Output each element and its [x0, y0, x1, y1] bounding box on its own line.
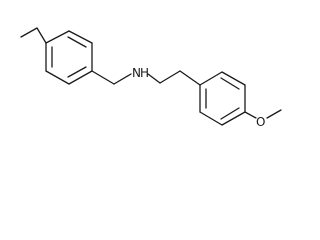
- ring1-to-ch2-bond: [91, 70, 115, 85]
- ethylphenyl-ring: [45, 30, 93, 85]
- nitrogen-atom-label: N: [132, 66, 141, 80]
- ring1-bond-2: [68, 30, 93, 44]
- ring1-bond-1: [45, 30, 70, 44]
- nitrogen-hydrogen-label: H: [140, 66, 149, 80]
- ethylene-bond-2: [179, 70, 201, 86]
- methoxy-group: [244, 109, 282, 119]
- ethyl-terminal-bond: [20, 27, 38, 38]
- ring2-bond-2: [221, 71, 246, 86]
- ring1-bond-4: [68, 70, 93, 85]
- ring-to-oxygen-bond: [244, 111, 257, 119]
- ring2-inner-double-2: [220, 107, 240, 120]
- ethyl-ring-bond: [36, 27, 47, 44]
- chemical-structure: N H O: [20, 27, 282, 129]
- ch2-to-nitrogen-bond: [113, 73, 132, 85]
- oxygen-to-methyl-bond: [266, 109, 282, 119]
- ring2-bond-5: [199, 111, 223, 126]
- nitrogen-to-ch2-bond: [147, 73, 161, 84]
- ethylene-bond-1: [159, 70, 181, 84]
- methoxyphenyl-ring: [199, 71, 246, 126]
- oxygen-atom-label: O: [256, 115, 265, 129]
- ring2-bond-1: [199, 71, 223, 86]
- ring1-inner-double-1: [67, 36, 87, 48]
- ethyl-group: [20, 27, 47, 44]
- ring1-inner-double-2: [67, 66, 87, 78]
- ring1-bond-5: [45, 70, 70, 85]
- ring2-bond-4: [221, 111, 246, 126]
- amine-linker: [91, 70, 201, 86]
- ring2-inner-double-1: [220, 77, 240, 90]
